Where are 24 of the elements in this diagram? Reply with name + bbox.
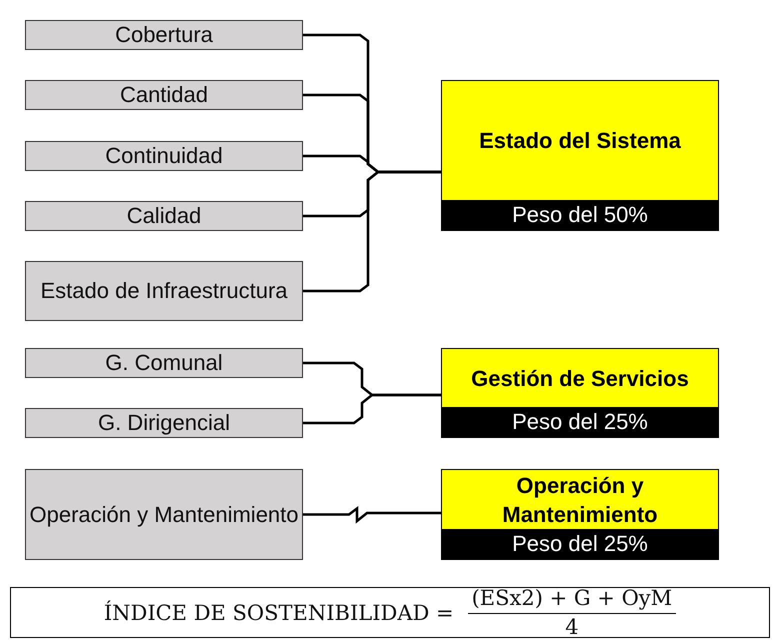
formula-term: ÍNDICE DE SOSTENIBILIDAD = xyxy=(104,600,454,624)
criterion-box: G. Comunal xyxy=(25,348,303,378)
criterion-box: Estado de Infraestructura xyxy=(25,261,303,321)
brace-connector xyxy=(303,506,441,524)
component-card xyxy=(441,80,719,231)
weight-bar: Peso del 50% xyxy=(442,200,718,230)
component-title: Estado del Sistema xyxy=(478,127,682,155)
weight-bar: Peso del 25% xyxy=(442,407,718,437)
criterion-box: Cobertura xyxy=(25,20,303,50)
component-card xyxy=(441,469,719,560)
fraction-denominator: 4 xyxy=(565,614,579,640)
criterion-box: G. Dirigencial xyxy=(25,408,303,438)
component-title: Operación y Mantenimiento xyxy=(501,472,659,528)
component-card xyxy=(441,348,719,438)
criterion-box: Continuidad xyxy=(25,141,303,171)
criterion-box: Cantidad xyxy=(25,80,303,110)
criterion-box: Operación y Mantenimiento xyxy=(25,469,303,560)
fraction-numerator: (ESx2) + G + OyM xyxy=(468,585,676,614)
brace-connector xyxy=(303,394,441,424)
brace-connector xyxy=(303,170,441,292)
criterion-box: Calidad xyxy=(25,201,303,231)
formula-box xyxy=(10,587,770,638)
component-title: Gestión de Servicios xyxy=(470,364,690,392)
weight-bar: Peso del 25% xyxy=(442,529,718,559)
